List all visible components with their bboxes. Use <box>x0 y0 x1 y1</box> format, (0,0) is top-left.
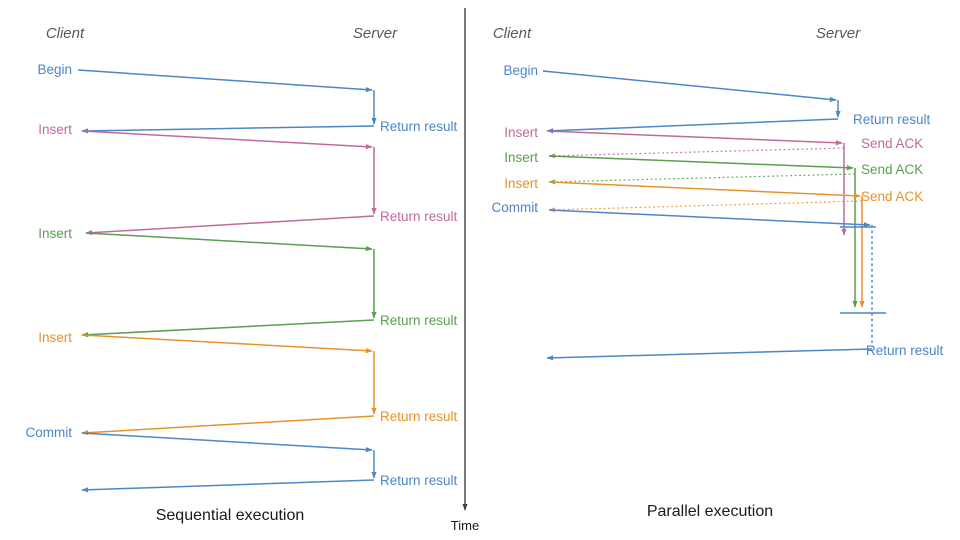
panel-caption: Parallel execution <box>647 503 773 520</box>
server-message-label: Return result <box>853 112 931 127</box>
flow-insert-3-flow <box>548 181 865 308</box>
ack-arrow <box>548 200 863 213</box>
request-arrow <box>548 209 871 228</box>
request-arrow <box>81 130 373 150</box>
server-message-label: Return result <box>380 119 458 134</box>
client-message-label: Begin <box>503 63 538 78</box>
flow-commit-flow <box>81 432 377 493</box>
response-arrow <box>85 215 375 236</box>
server-message-label: Send ACK <box>861 162 923 177</box>
server-message-label: Send ACK <box>861 189 923 204</box>
response-arrow <box>546 348 873 361</box>
server-message-label: Send ACK <box>861 136 923 151</box>
server-message-label: Return result <box>380 313 458 328</box>
server-message-label: Return result <box>866 343 944 358</box>
request-arrow <box>546 130 843 146</box>
flow-insert-2-flow <box>81 232 377 338</box>
flow-insert-1-flow <box>546 130 847 236</box>
request-arrow <box>548 155 854 171</box>
response-arrow <box>546 118 839 134</box>
client-message-label: Insert <box>38 122 72 137</box>
response-arrow <box>81 415 375 436</box>
client-lane-header: Client <box>493 25 532 42</box>
flow-insert-3-flow <box>81 334 377 436</box>
request-arrow <box>542 70 837 102</box>
client-message-label: Insert <box>38 330 72 345</box>
request-arrow <box>77 69 373 93</box>
server-message-label: Return result <box>380 209 458 224</box>
client-message-label: Insert <box>504 176 538 191</box>
client-lane-header: Client <box>46 25 85 42</box>
request-arrow <box>81 334 373 354</box>
client-message-label: Insert <box>38 226 72 241</box>
client-message-label: Begin <box>37 62 72 77</box>
time-axis-label: Time <box>451 518 479 533</box>
server-message-label: Return result <box>380 409 458 424</box>
server-message-label: Return result <box>380 473 458 488</box>
client-message-label: Insert <box>504 150 538 165</box>
flow-commit-flow <box>546 209 873 361</box>
client-message-label: Commit <box>26 425 73 440</box>
request-arrow <box>81 432 373 453</box>
response-arrow <box>81 479 375 493</box>
server-lane-header: Server <box>353 25 398 42</box>
response-arrow <box>81 319 375 338</box>
flow-insert-2-flow <box>548 155 858 308</box>
server-lane-header: Server <box>816 25 861 42</box>
ack-arrow <box>548 147 845 159</box>
response-arrow <box>81 125 375 134</box>
panel-caption: Sequential execution <box>156 507 305 524</box>
client-message-label: Commit <box>492 200 539 215</box>
request-arrow <box>548 181 861 199</box>
client-message-label: Insert <box>504 125 538 140</box>
flow-begin-flow <box>542 70 841 134</box>
flow-insert-1-flow <box>81 130 377 236</box>
request-arrow <box>85 232 373 252</box>
time-axis-layer: Time <box>451 8 479 533</box>
flow-begin-flow <box>77 69 377 134</box>
ack-arrow <box>548 173 856 185</box>
